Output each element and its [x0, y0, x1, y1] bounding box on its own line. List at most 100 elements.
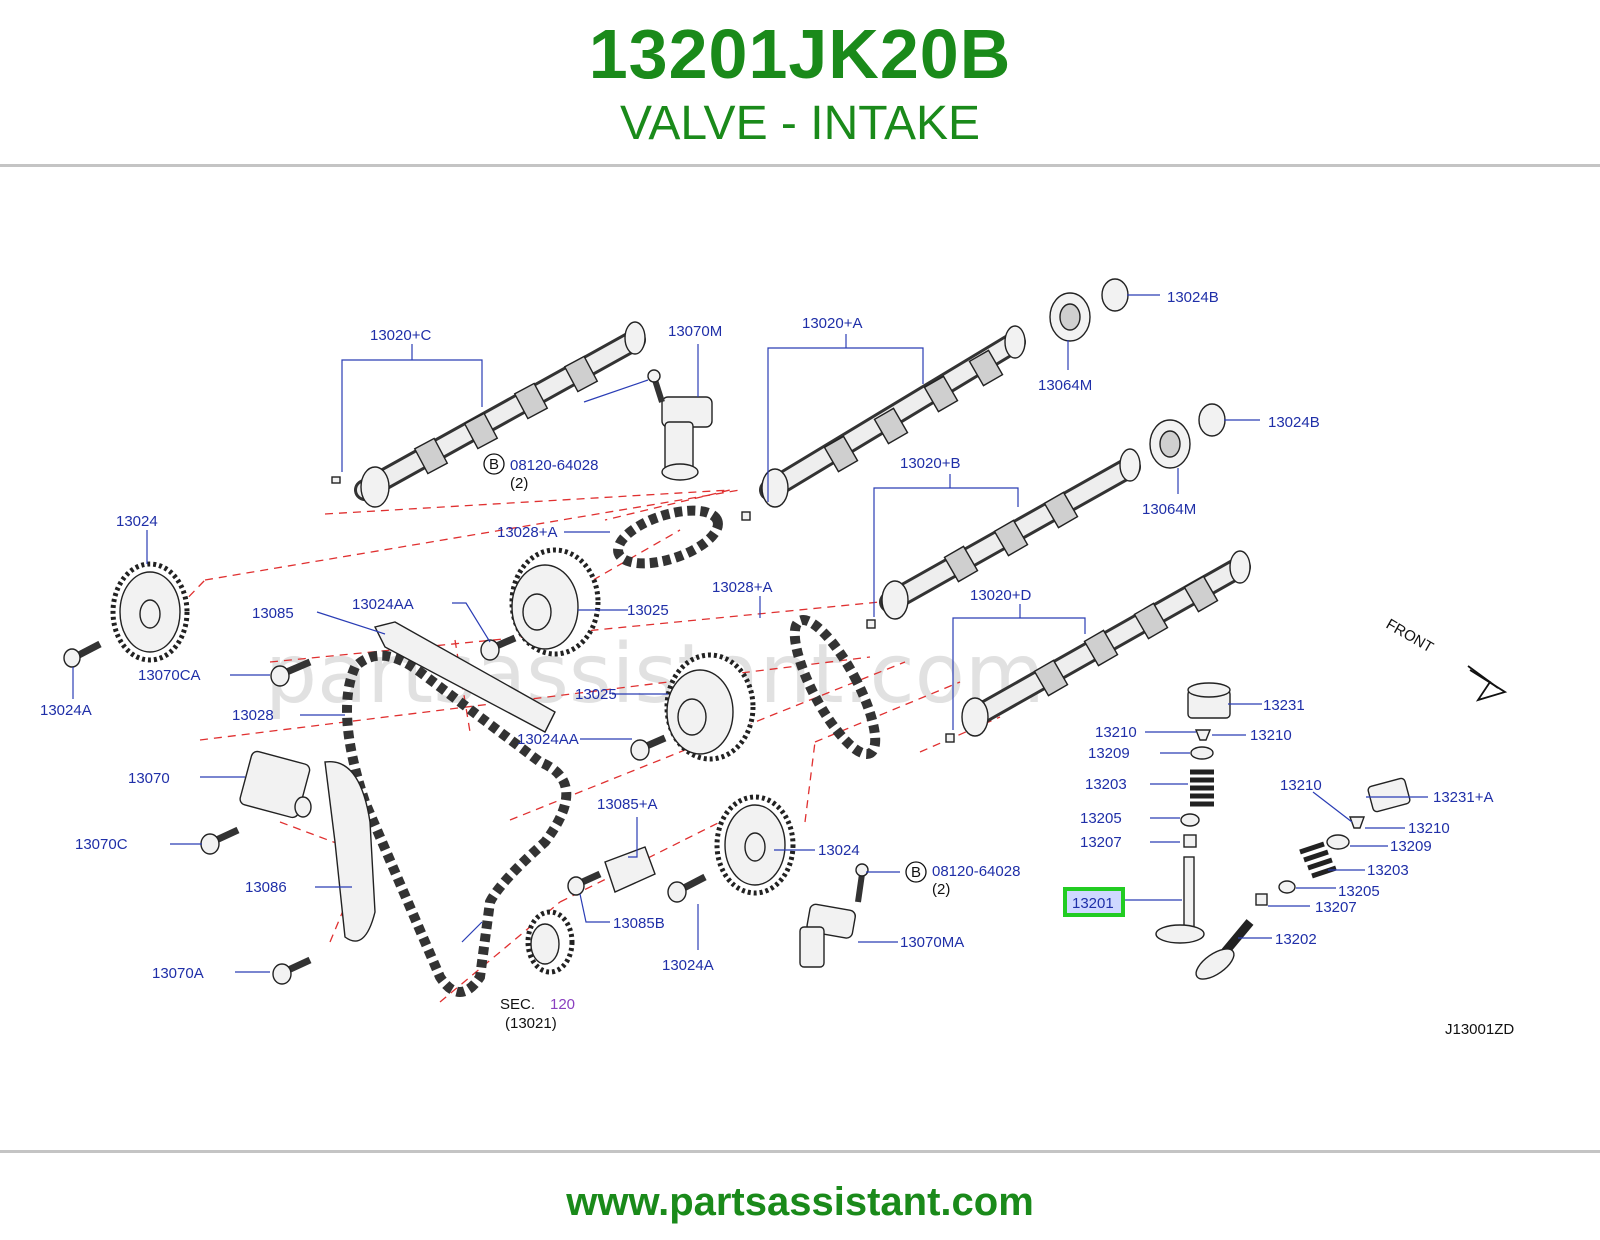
valve-collet-13210-right[interactable]: [1349, 816, 1365, 829]
label-13020d[interactable]: 13020+D: [970, 587, 1031, 604]
intake-valve-13201[interactable]: [1155, 856, 1205, 944]
label-13064m-upper[interactable]: 13064M: [1038, 377, 1092, 394]
label-13020c[interactable]: 13020+C: [370, 327, 431, 344]
label-13086[interactable]: 13086: [245, 879, 287, 896]
label-13070[interactable]: 13070: [128, 770, 170, 787]
label-13028[interactable]: 13028: [232, 707, 274, 724]
label-13024a-left[interactable]: 13024A: [40, 702, 92, 719]
bolt-08120-lower[interactable]: [855, 863, 869, 903]
label-13025-lower[interactable]: 13025: [575, 686, 617, 703]
label-13203-right[interactable]: 13203: [1367, 862, 1409, 879]
seal-13064m-upper[interactable]: [1049, 292, 1091, 342]
label-13203-left[interactable]: 13203: [1085, 776, 1127, 793]
label-13070ca[interactable]: 13070CA: [138, 667, 201, 684]
label-13085[interactable]: 13085: [252, 605, 294, 622]
label-13020b[interactable]: 13020+B: [900, 455, 960, 472]
sprocket-13025-upper[interactable]: [509, 547, 601, 657]
camshaft-d[interactable]: [945, 550, 1251, 743]
label-13231[interactable]: 13231: [1263, 697, 1305, 714]
label-13209-left[interactable]: 13209: [1088, 745, 1130, 762]
valve-spring-13203-left[interactable]: [1190, 769, 1214, 807]
retainer-13209-left[interactable]: [1190, 746, 1214, 760]
camshaft-a[interactable]: [741, 325, 1026, 521]
valve-collet-13210-left[interactable]: [1194, 729, 1212, 741]
valve-seal-13207-right[interactable]: [1255, 893, 1268, 906]
spring-seat-13205-right[interactable]: [1278, 880, 1296, 894]
label-13207-left[interactable]: 13207: [1080, 834, 1122, 851]
part-name-subtitle: VALVE - INTAKE: [619, 97, 981, 150]
bolt-13070c[interactable]: [200, 826, 240, 855]
label-13024-left[interactable]: 13024: [116, 513, 158, 530]
label-13024a-bottom[interactable]: 13024A: [662, 957, 714, 974]
label-13024aa-lower[interactable]: 13024AA: [517, 731, 579, 748]
label-13070c[interactable]: 13070C: [75, 836, 128, 853]
camshaft-b[interactable]: [866, 448, 1141, 629]
highlighted-part-13201[interactable]: 13201: [1063, 887, 1125, 917]
valve-lifter-13231a[interactable]: [1367, 777, 1411, 813]
label-13028a-lower[interactable]: 13028+A: [712, 579, 772, 596]
label-13209-right[interactable]: 13209: [1390, 838, 1432, 855]
label-08120-lower[interactable]: 08120-64028: [932, 863, 1020, 880]
label-sec-120[interactable]: 120: [550, 996, 575, 1013]
label-13207-right[interactable]: 13207: [1315, 899, 1357, 916]
label-13028a-upper[interactable]: 13028+A: [497, 524, 557, 541]
sprocket-13024b-lower[interactable]: [1198, 403, 1226, 437]
label-13210-mid-right[interactable]: 13210: [1408, 820, 1450, 837]
footer-website-link[interactable]: www.partsassistant.com: [566, 1180, 1034, 1224]
label-sec: SEC.: [500, 996, 535, 1013]
seal-13064m-lower[interactable]: [1149, 419, 1191, 469]
bolt-13085b[interactable]: [567, 870, 602, 896]
label-13020a[interactable]: 13020+A: [802, 315, 862, 332]
label-13201[interactable]: 13201: [1072, 895, 1114, 912]
bolt-13070ca[interactable]: [270, 658, 312, 687]
bolt-13024aa-lower[interactable]: [630, 734, 667, 761]
chain-13028-a-lower[interactable]: [780, 610, 889, 763]
label-13024-bottom[interactable]: 13024: [818, 842, 860, 859]
spring-seat-13205-left[interactable]: [1180, 813, 1200, 827]
sprocket-13025-lower[interactable]: [664, 652, 756, 762]
label-08120-upper[interactable]: 08120-64028: [510, 457, 598, 474]
label-13205-left[interactable]: 13205: [1080, 810, 1122, 827]
bolt-13024a-bottom[interactable]: [667, 873, 707, 903]
label-13231a[interactable]: 13231+A: [1433, 789, 1493, 806]
label-13210-left[interactable]: 13210: [1095, 724, 1137, 741]
sprocket-13024-left[interactable]: [110, 561, 190, 663]
label-13024b-lower[interactable]: 13024B: [1268, 414, 1320, 431]
sensor-13070ma[interactable]: [799, 903, 856, 968]
label-13210-upper-right[interactable]: 13210: [1280, 777, 1322, 794]
label-13024aa-upper[interactable]: 13024AA: [352, 596, 414, 613]
guide-13085a[interactable]: [604, 846, 656, 893]
label-13024b-upper[interactable]: 13024B: [1167, 289, 1219, 306]
sprocket-13024-bottom[interactable]: [714, 794, 796, 896]
part-labels: 13020+C 13070M 13020+A 13024B 13024B 130…: [40, 289, 1514, 1038]
diagram-code: J13001ZD: [1445, 1021, 1514, 1038]
chain-guide-13085[interactable]: [373, 621, 556, 733]
retainer-13209-right[interactable]: [1326, 834, 1350, 850]
label-13202[interactable]: 13202: [1275, 931, 1317, 948]
label-13210-right[interactable]: 13210: [1250, 727, 1292, 744]
valve-spring-13203-right[interactable]: [1299, 841, 1337, 879]
label-13064m-lower[interactable]: 13064M: [1142, 501, 1196, 518]
label-13205-right[interactable]: 13205: [1338, 883, 1380, 900]
exhaust-valve-13202[interactable]: [1191, 919, 1254, 985]
label-13085a[interactable]: 13085+A: [597, 796, 657, 813]
chain-13028-a-upper[interactable]: [612, 500, 725, 574]
valve-seal-13207-left[interactable]: [1183, 834, 1197, 848]
slack-guide-13086[interactable]: [324, 761, 376, 942]
label-13070a[interactable]: 13070A: [152, 965, 204, 982]
valve-lifter-13231[interactable]: [1187, 682, 1231, 719]
crank-sprocket[interactable]: [525, 909, 575, 975]
timing-chain-13028[interactable]: [342, 650, 572, 997]
sensor-13070m[interactable]: [661, 396, 713, 481]
bolt-08120-upper[interactable]: [647, 369, 665, 403]
label-13070ma[interactable]: 13070MA: [900, 934, 964, 951]
sprocket-13024b-upper[interactable]: [1101, 278, 1129, 312]
label-13070m[interactable]: 13070M: [668, 323, 722, 340]
bolt-13070a[interactable]: [272, 956, 312, 985]
bolt-13024aa-upper[interactable]: [480, 634, 517, 661]
label-13025-upper[interactable]: 13025: [627, 602, 669, 619]
label-13085b[interactable]: 13085B: [613, 915, 665, 932]
tensioner-13070[interactable]: [239, 750, 312, 819]
camshaft-c[interactable]: [331, 321, 646, 508]
bolt-13024a-left[interactable]: [63, 640, 102, 668]
